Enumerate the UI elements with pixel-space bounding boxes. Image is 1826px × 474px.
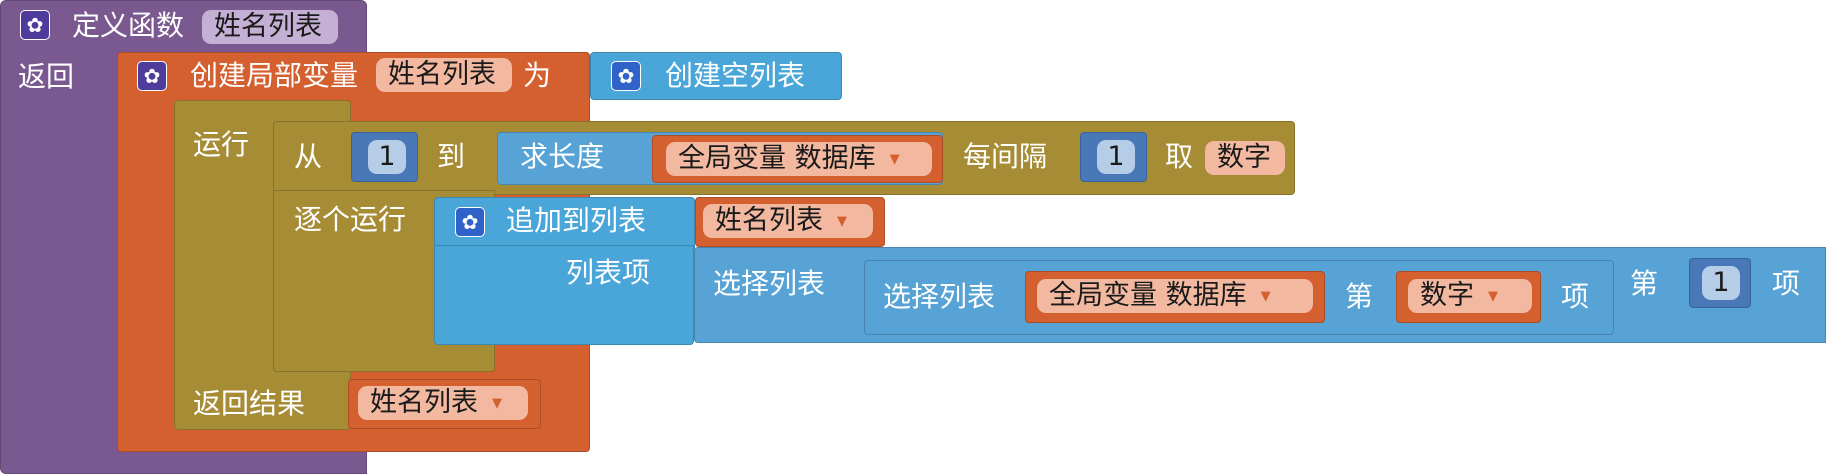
procedure-keyword: 定义函数 (72, 9, 185, 42)
procedure-mutator-gear-icon[interactable]: ✿ (20, 10, 50, 40)
for-range-var-label: 取 (1165, 140, 1194, 173)
add-items-item-label: 列表项 (566, 256, 651, 289)
local-variable-keyword: 创建局部变量 (190, 59, 359, 92)
add-items-to-list-body (434, 245, 694, 345)
name-list-label: 姓名列表 (715, 205, 823, 236)
for-range-step-label: 每间隔 (963, 140, 1048, 173)
for-range-do-label: 逐个运行 (294, 203, 407, 236)
for-range-from-label: 从 (294, 140, 323, 173)
dropdown-arrow-icon: ▼ (1488, 289, 1498, 304)
dropdown-arrow-icon: ▼ (1260, 289, 1271, 304)
local-variable-mutator-gear-icon[interactable]: ✿ (137, 61, 167, 91)
inner-database-label: 全局变量 数据库 (1049, 280, 1247, 311)
for-range-from-number-field[interactable]: 1 (368, 140, 406, 174)
length-of-list-label: 求长度 (520, 140, 605, 173)
outer-index-suffix: 项 (1772, 267, 1801, 300)
return-name-list-dropdown[interactable]: 姓名列表 ▼ (358, 386, 528, 420)
local-variable-name-field[interactable]: 姓名列表 (376, 58, 512, 92)
procedure-name-field[interactable]: 姓名列表 (202, 10, 338, 44)
number-var-label: 数字 (1420, 280, 1474, 311)
dropdown-arrow-icon: ▼ (492, 396, 502, 411)
local-variable-as-label: 为 (523, 59, 552, 92)
inner-database-dropdown[interactable]: 全局变量 数据库 ▼ (1037, 279, 1313, 313)
local-variable-return-result-label: 返回结果 (193, 387, 306, 420)
for-range-to-label: 到 (437, 140, 466, 173)
outer-index-number-field[interactable]: 1 (1702, 266, 1740, 300)
local-variable-run-label: 运行 (193, 128, 250, 161)
create-empty-list-label: 创建空列表 (665, 59, 806, 92)
return-name-list-label: 姓名列表 (370, 387, 478, 418)
add-items-gear-icon[interactable]: ✿ (455, 207, 485, 237)
global-database-dropdown[interactable]: 全局变量 数据库 ▼ (666, 142, 932, 176)
dropdown-arrow-icon: ▼ (837, 214, 847, 229)
select-list-item-inner-label: 选择列表 (883, 280, 996, 313)
outer-index-prefix: 第 (1630, 267, 1659, 300)
create-empty-list-gear-icon[interactable]: ✿ (611, 61, 641, 91)
name-list-dropdown[interactable]: 姓名列表 ▼ (703, 204, 873, 238)
inner-index-prefix: 第 (1345, 280, 1374, 313)
procedure-return-label: 返回 (18, 60, 75, 93)
inner-index-suffix: 项 (1561, 280, 1590, 313)
global-database-label: 全局变量 数据库 (678, 143, 876, 174)
dropdown-arrow-icon: ▼ (889, 152, 900, 167)
add-items-label: 追加到列表 (506, 204, 647, 237)
for-range-step-number-field[interactable]: 1 (1097, 140, 1135, 174)
number-var-dropdown[interactable]: 数字 ▼ (1408, 279, 1532, 313)
for-range-var-name-field[interactable]: 数字 (1205, 141, 1285, 175)
select-list-item-outer-label: 选择列表 (713, 267, 826, 300)
